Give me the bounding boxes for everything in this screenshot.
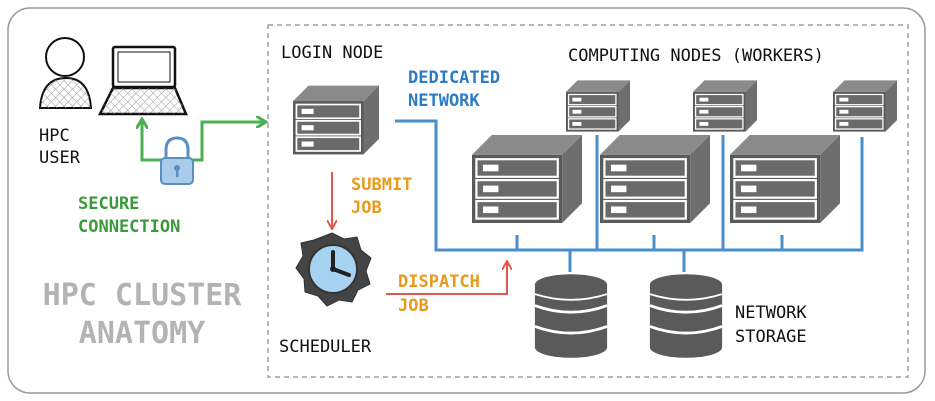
dedicated-network-lines: [395, 119, 864, 272]
clock-icon: [295, 232, 372, 307]
laptop-icon: [97, 45, 188, 116]
worker-small-icon-1: [566, 79, 630, 133]
storage-database-icon-1: [533, 272, 609, 360]
worker-small-icon-3: [833, 79, 897, 133]
dedicated-network-label-line2: NETWORK: [408, 91, 480, 111]
submit-job-label-line2: JOB: [351, 198, 382, 218]
secure-connection-label-line2: CONNECTION: [78, 217, 180, 237]
worker-large-icon-2: [600, 133, 710, 225]
computing-nodes-label: COMPUTING NODES (WORKERS): [568, 46, 824, 66]
secure-connection-label-line1: SECURE: [78, 194, 139, 214]
submit-job-label-line1: SUBMIT: [351, 175, 412, 195]
hpc-user-label-line1: HPC: [39, 126, 70, 146]
lock-icon: [160, 136, 194, 185]
user-icon: [38, 37, 93, 109]
dedicated-network-label-line1: DEDICATED: [408, 68, 500, 88]
network-storage-label-line1: NETWORK: [735, 303, 807, 323]
diagram-title-line2: ANATOMY: [79, 316, 205, 351]
network-storage-label-line2: STORAGE: [735, 327, 807, 347]
dispatch-arrow: [386, 262, 507, 295]
worker-large-icon-1: [472, 133, 582, 225]
login-node-label: LOGIN NODE: [281, 43, 383, 63]
worker-large-icon-3: [730, 133, 840, 225]
storage-database-icon-2: [648, 272, 724, 360]
dispatch-job-label-line1: DISPATCH: [398, 272, 480, 292]
diagram-title-line1: HPC CLUSTER: [43, 278, 243, 313]
hpc-user-label-line2: USER: [39, 148, 81, 168]
dispatch-job-label-line2: JOB: [398, 296, 429, 316]
login-server-icon: [293, 84, 379, 156]
worker-small-icon-2: [693, 79, 757, 133]
scheduler-label: SCHEDULER: [279, 337, 372, 357]
